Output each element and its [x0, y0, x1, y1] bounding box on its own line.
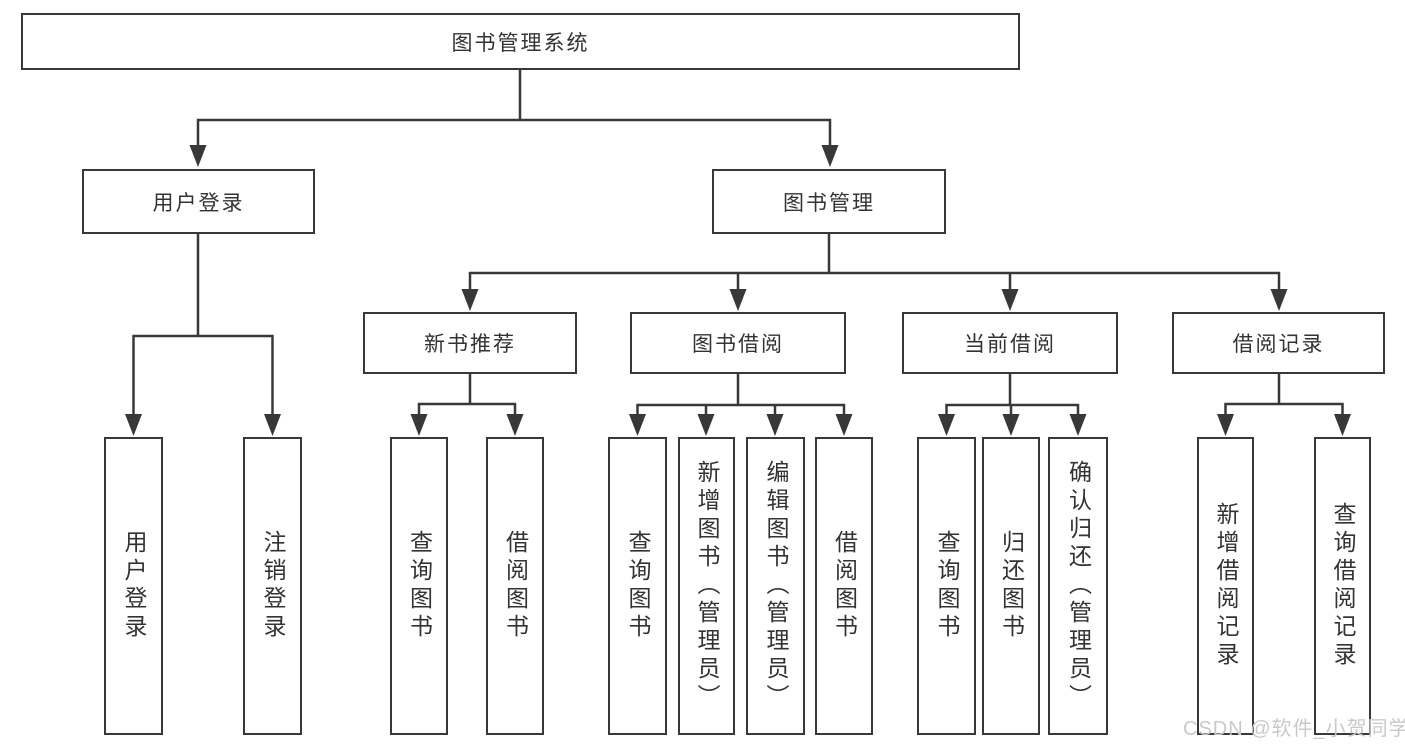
leaf-borrow-books-recommend: 借阅图书: [486, 437, 544, 735]
leaf-query-books-recommend: 查询图书: [390, 437, 448, 735]
leaf-query-books-recommend-label: 查询图书: [406, 530, 433, 642]
csdn-watermark: CSDN @软件_小贺同学: [1183, 718, 1405, 740]
node-user-login-label: 用户登录: [152, 191, 245, 215]
leaf-query-books-borrow: 查询图书: [608, 437, 667, 735]
leaf-borrow-books: 借阅图书: [815, 437, 873, 735]
arrowheads: [125, 145, 1351, 436]
leaf-edit-book-admin-label: 编辑图书（管理员）: [763, 460, 789, 712]
leaf-logout: 注销登录: [243, 437, 302, 735]
leaf-query-books-current: 查询图书: [917, 437, 976, 735]
node-borrow-records: 借阅记录: [1172, 312, 1385, 374]
leaf-confirm-return-admin: 确认归还（管理员）: [1048, 437, 1108, 735]
leaf-confirm-return-admin-label: 确认归还（管理员）: [1065, 460, 1092, 712]
node-book-management: 图书管理: [712, 169, 946, 234]
leaf-return-book-label: 归还图书: [998, 530, 1025, 642]
leaf-return-book: 归还图书: [982, 437, 1040, 735]
leaf-query-books-current-label: 查询图书: [934, 530, 960, 642]
leaf-user-login: 用户登录: [104, 437, 163, 735]
node-user-login: 用户登录: [82, 169, 315, 234]
node-current-borrow: 当前借阅: [902, 312, 1118, 374]
leaf-borrow-books-label: 借阅图书: [831, 530, 858, 642]
node-new-book-recommend: 新书推荐: [363, 312, 577, 374]
node-book-management-label: 图书管理: [783, 191, 875, 215]
leaf-edit-book-admin: 编辑图书（管理员）: [746, 437, 805, 735]
node-root-label: 图书管理系统: [451, 31, 590, 55]
leaf-add-book-admin-label: 新增图书（管理员）: [694, 460, 720, 712]
node-book-borrow-label: 图书借阅: [692, 333, 784, 356]
leaf-add-book-admin: 新增图书（管理员）: [678, 437, 735, 735]
leaf-borrow-books-recommend-label: 借阅图书: [502, 530, 529, 642]
node-book-borrow: 图书借阅: [630, 312, 846, 374]
leaf-query-borrow-record-label: 查询借阅记录: [1330, 502, 1356, 670]
leaf-query-borrow-record: 查询借阅记录: [1314, 437, 1371, 735]
node-borrow-records-label: 借阅记录: [1232, 333, 1325, 356]
leaf-add-borrow-record: 新增借阅记录: [1197, 437, 1254, 735]
leaf-query-books-borrow-label: 查询图书: [625, 530, 651, 642]
leaf-logout-label: 注销登录: [260, 530, 286, 642]
leaf-user-login-label: 用户登录: [121, 530, 147, 642]
leaf-add-borrow-record-label: 新增借阅记录: [1213, 502, 1239, 670]
node-new-book-recommend-label: 新书推荐: [424, 333, 516, 356]
node-current-borrow-label: 当前借阅: [964, 333, 1056, 356]
node-root: 图书管理系统: [21, 13, 1020, 70]
